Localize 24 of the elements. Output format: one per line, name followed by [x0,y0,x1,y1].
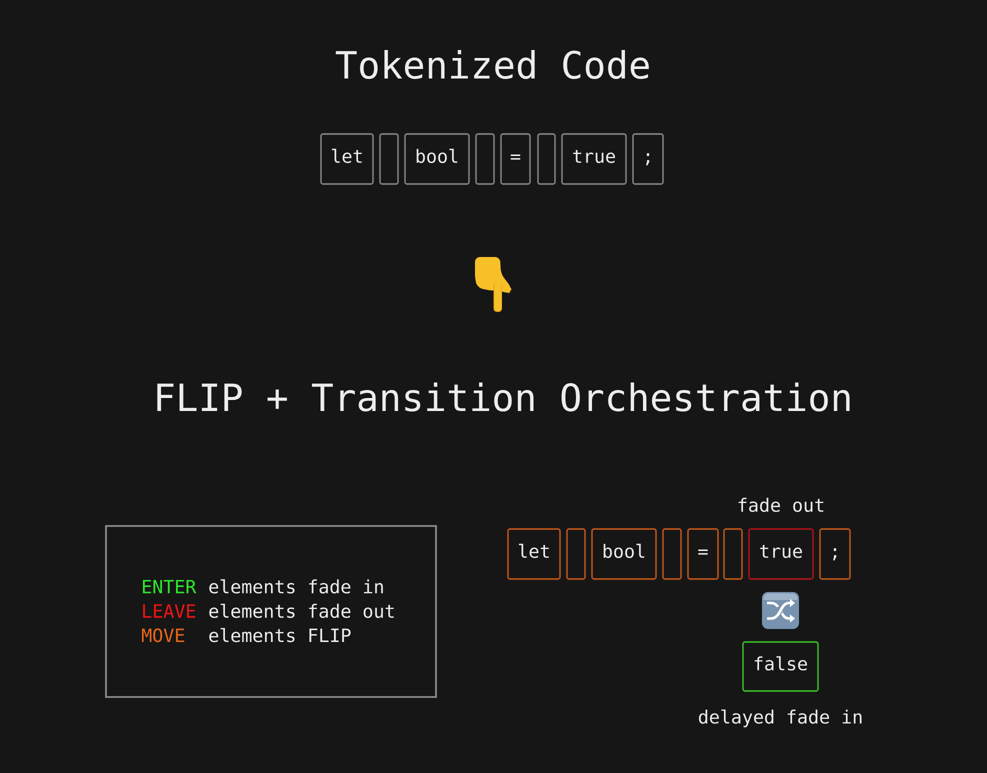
token-box [475,133,495,185]
token-box [662,528,682,580]
node-label: fade out [738,498,824,512]
token-box: false [742,641,819,692]
note-line: ENTER elements fade in [142,579,383,594]
token-box: true [748,528,814,580]
token-box: let [507,528,561,580]
token-box: true [561,133,627,185]
token-box: bool [404,133,470,185]
token-box: let [320,133,374,185]
token-box: = [687,528,719,580]
node-label: delayed fade in [698,710,862,728]
token-box [379,133,399,185]
token-box: ; [819,528,851,580]
token-box: = [500,133,531,185]
note-line: MOVE elements FLIP [142,628,351,642]
token-box: bool [591,528,657,580]
token-box [723,528,743,580]
token-box [537,133,556,185]
token-box [566,528,586,580]
token-box: ; [632,133,664,185]
title: Tokenized Code [336,50,649,80]
heading: FLIP + Transition Orchestration [157,382,850,412]
note-line: LEAVE elements fade out [143,604,394,618]
